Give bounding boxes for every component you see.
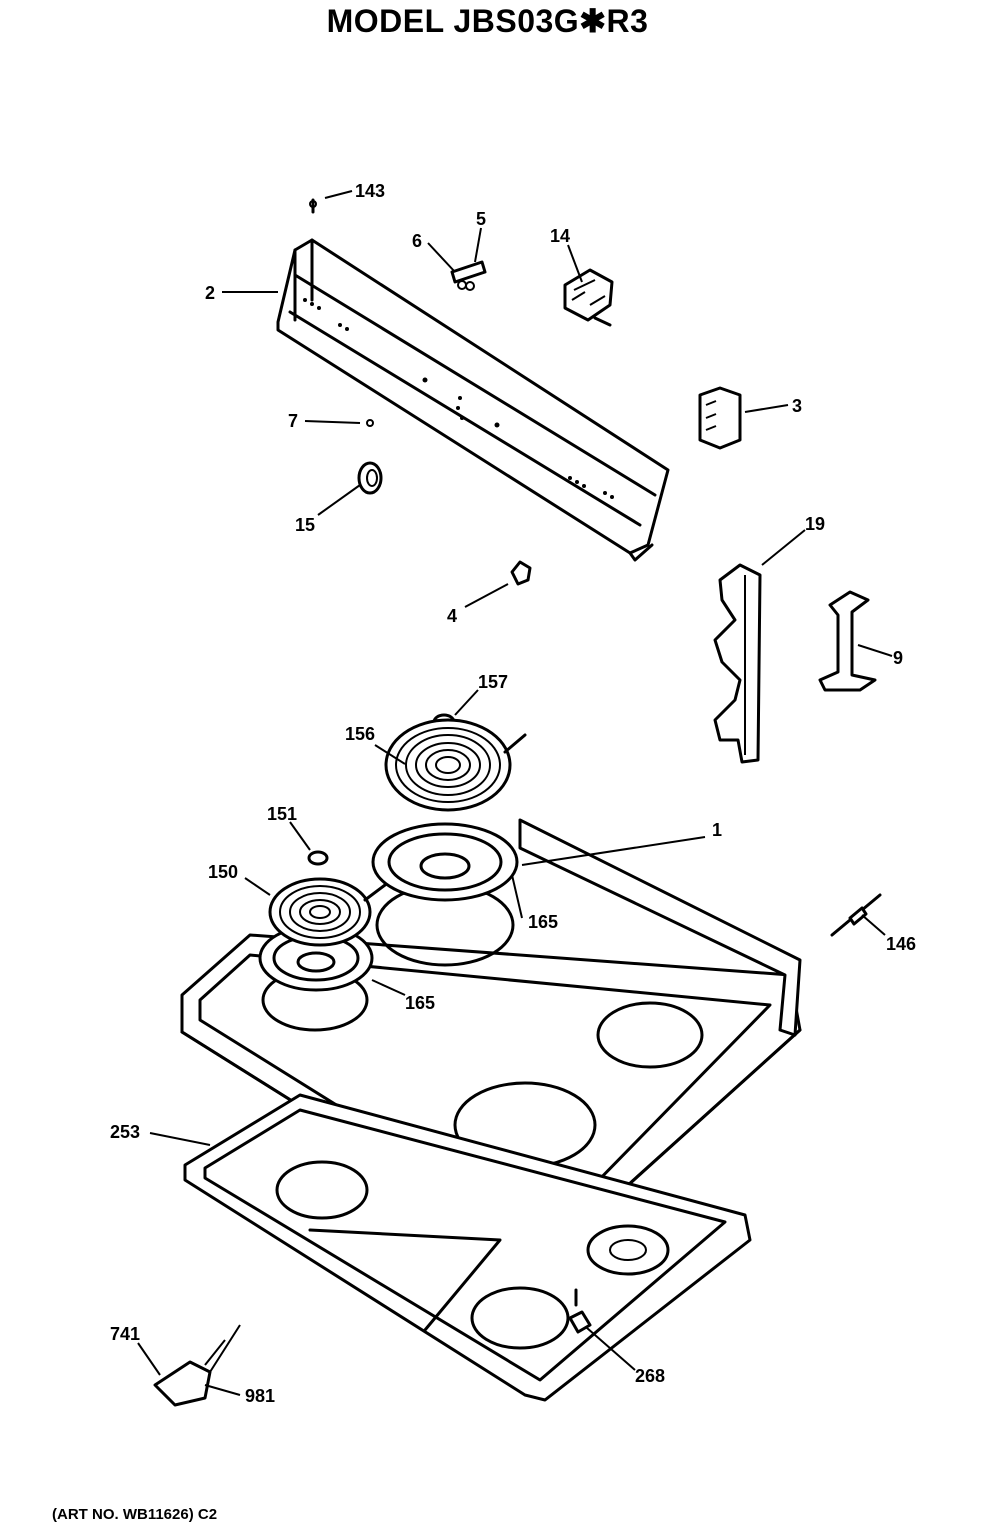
callout-143: 143 — [355, 181, 385, 201]
knob-15 — [357, 461, 383, 495]
surface-unit-150 — [258, 877, 387, 992]
callout-268: 268 — [635, 1366, 665, 1386]
callout-7: 7 — [288, 411, 298, 431]
bracket-19 — [713, 563, 762, 764]
callout-146: 146 — [886, 934, 916, 954]
callout-981: 981 — [245, 1386, 275, 1406]
switch-3 — [698, 386, 742, 450]
callout-6: 6 — [412, 231, 422, 251]
callout-150: 150 — [208, 862, 238, 882]
callout-14: 14 — [550, 226, 570, 246]
screw-7 — [366, 419, 374, 427]
callout-labels: 143 2 6 5 14 3 7 15 19 4 9 157 156 151 1… — [110, 181, 916, 1406]
callout-3: 3 — [792, 396, 802, 416]
callout-157: 157 — [478, 672, 508, 692]
callout-2: 2 — [205, 283, 215, 303]
callout-19: 19 — [805, 514, 825, 534]
burner-box-253 — [183, 1093, 752, 1402]
callout-4: 4 — [447, 606, 457, 626]
switch-14 — [563, 268, 614, 327]
callout-156: 156 — [345, 724, 375, 744]
callout-165-upper: 165 — [528, 912, 558, 932]
knob-4 — [510, 560, 532, 586]
callout-165-lower: 165 — [405, 993, 435, 1013]
bracket-5-6 — [450, 260, 487, 291]
clip-268 — [568, 1288, 592, 1334]
callout-253: 253 — [110, 1122, 140, 1142]
terminal-block-741 — [153, 1324, 241, 1407]
surface-unit-156 — [371, 718, 527, 902]
callout-741: 741 — [110, 1324, 140, 1344]
callout-15: 15 — [295, 515, 315, 535]
art-number-note: (ART NO. WB11626) C2 — [52, 1506, 218, 1523]
clip-151 — [307, 850, 329, 866]
callout-151: 151 — [267, 804, 297, 824]
screw-143 — [309, 198, 317, 214]
diagram-title: MODEL JBS03G✱R3 — [326, 3, 649, 39]
callout-5: 5 — [476, 209, 486, 229]
bracket-9 — [818, 590, 877, 692]
leader-lines — [137, 190, 893, 1396]
callout-9: 9 — [893, 648, 903, 668]
screw-146 — [830, 893, 882, 937]
control-panel-backsplash — [276, 238, 670, 562]
callout-1: 1 — [712, 820, 722, 840]
